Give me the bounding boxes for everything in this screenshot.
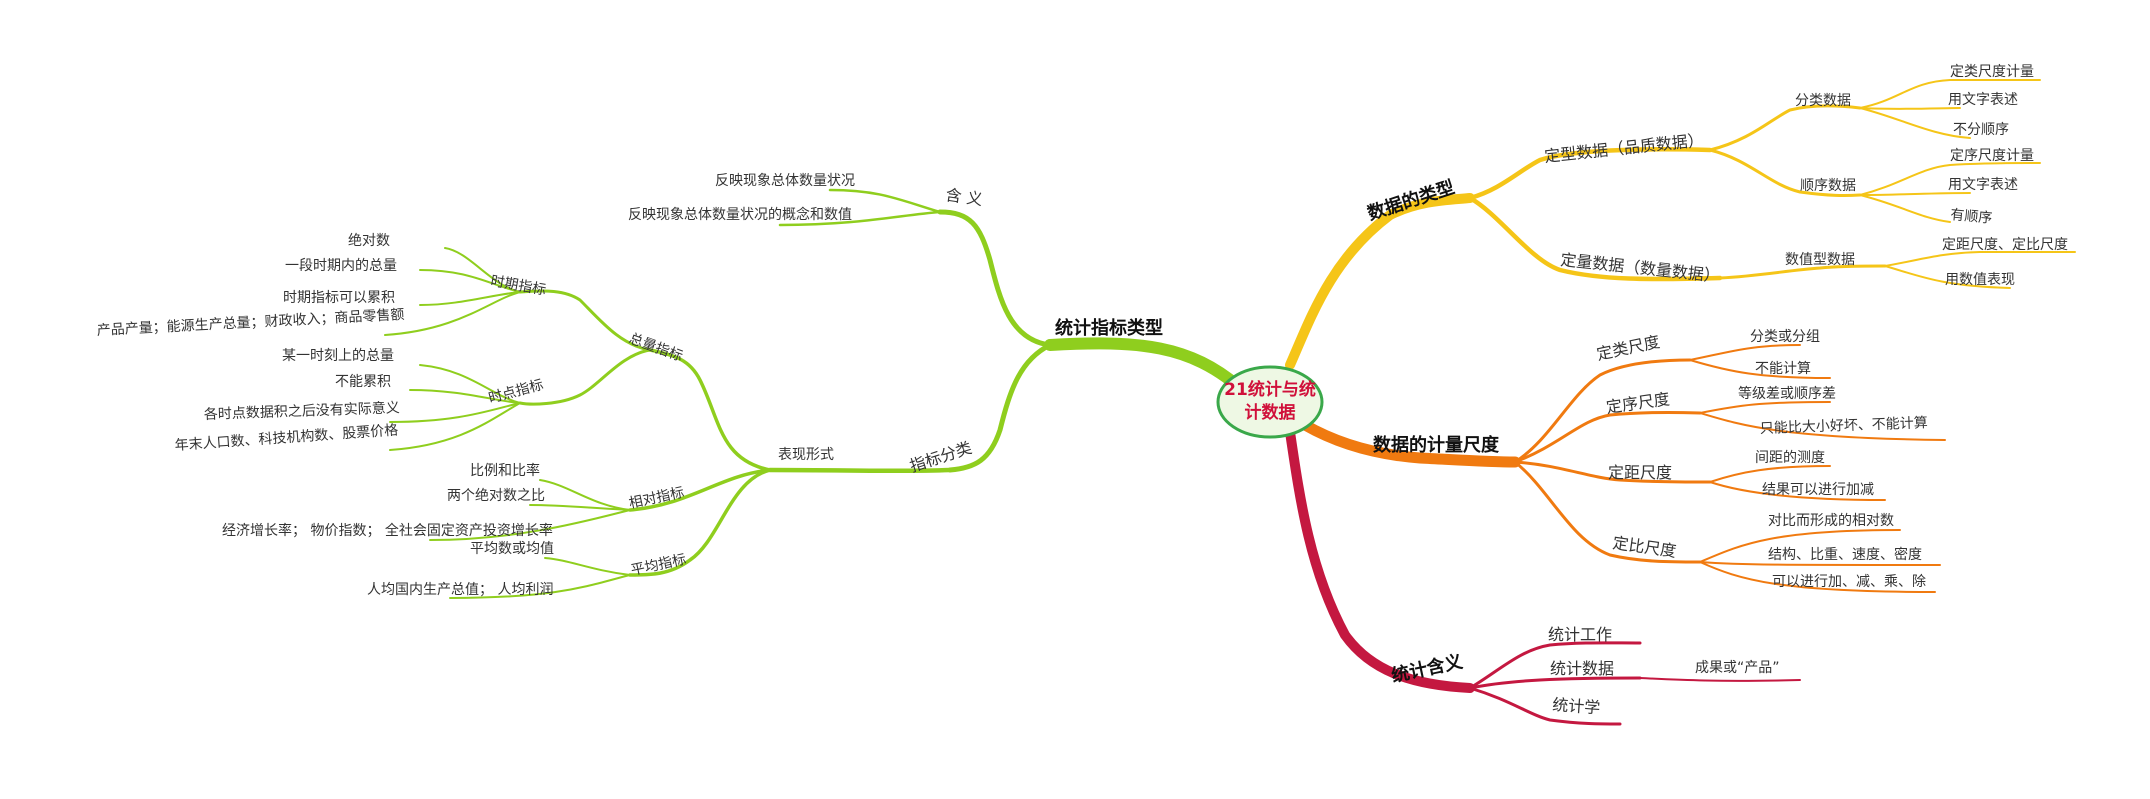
node-meaning-item[interactable]: 反映现象总体数量状况 bbox=[715, 173, 855, 189]
node-period-item[interactable]: 时期指标可以累积 bbox=[283, 290, 395, 306]
node-ratio-item[interactable]: 结构、比重、速度、密度 bbox=[1768, 546, 1922, 563]
node-nominal-item[interactable]: 不能计算 bbox=[1755, 361, 1811, 377]
node-relative-indicator[interactable]: 相对指标 bbox=[628, 485, 686, 512]
node-point-item[interactable]: 年末人口数、科技机构数、股票价格 bbox=[174, 422, 399, 454]
branch-measurement-scales bbox=[1299, 344, 1946, 593]
node-numeric-data[interactable]: 数值型数据 bbox=[1785, 252, 1855, 268]
node-ordinal-item[interactable]: 定序尺度计量 bbox=[1950, 148, 2034, 164]
node-indicator-meaning[interactable]: 含 义 bbox=[944, 185, 983, 209]
node-measurement-scales[interactable]: 数据的计量尺度 bbox=[1373, 434, 1500, 456]
node-point-item[interactable]: 各时点数据积之后没有实际意义 bbox=[204, 399, 400, 423]
node-ratio-item[interactable]: 对比而形成的相对数 bbox=[1768, 513, 1894, 529]
node-numeric-item[interactable]: 用数值表现 bbox=[1945, 272, 2015, 288]
node-statistical-data[interactable]: 统计数据 bbox=[1550, 659, 1614, 678]
node-interval-item[interactable]: 结果可以进行加减 bbox=[1762, 482, 1874, 498]
node-categorical-item[interactable]: 定类尺度计量 bbox=[1950, 64, 2034, 80]
node-statistical-data-result[interactable]: 成果或“产品” bbox=[1695, 660, 1780, 676]
node-data-types[interactable]: 数据的类型 bbox=[1365, 176, 1457, 225]
node-relative-item[interactable]: 两个绝对数之比 bbox=[447, 488, 545, 504]
node-form[interactable]: 表现形式 bbox=[778, 447, 834, 463]
node-point-item[interactable]: 不能累积 bbox=[335, 374, 391, 390]
branch-statistical-indicator-types bbox=[384, 188, 1246, 599]
branch-statistics-meaning bbox=[1285, 427, 1801, 726]
node-period-item[interactable]: 一段时期内的总量 bbox=[285, 258, 397, 274]
node-total-indicator[interactable]: 总量指标 bbox=[627, 331, 685, 365]
branch-data-types bbox=[1285, 78, 2076, 370]
node-ordinal-scale-item[interactable]: 只能比大小好坏、不能计算 bbox=[1760, 415, 1928, 437]
node-ordinal-data[interactable]: 顺序数据 bbox=[1800, 178, 1856, 194]
central-title-line2: 计数据 bbox=[1245, 402, 1296, 423]
node-interval-item[interactable]: 间距的测度 bbox=[1755, 450, 1825, 466]
node-period-item[interactable]: 产品产量；能源生产总量；财政收入；商品零售额 bbox=[96, 307, 404, 339]
node-nominal-scale[interactable]: 定类尺度 bbox=[1595, 332, 1662, 364]
node-nominal-item[interactable]: 分类或分组 bbox=[1750, 329, 1820, 345]
node-average-item[interactable]: 人均国内生产总值； 人均利润 bbox=[367, 582, 553, 598]
central-node[interactable]: 21统计与统 计数据 bbox=[1216, 365, 1324, 439]
node-ratio-item[interactable]: 可以进行加、减、乘、除 bbox=[1772, 574, 1926, 590]
node-ordinal-scale-item[interactable]: 等级差或顺序差 bbox=[1738, 385, 1836, 402]
node-categorical-item[interactable]: 用文字表述 bbox=[1948, 92, 2018, 108]
node-relative-item[interactable]: 比例和比率 bbox=[470, 462, 540, 479]
node-point-item[interactable]: 某一时刻上的总量 bbox=[282, 348, 394, 364]
node-qualitative-data[interactable]: 定型数据（品质数据） bbox=[1543, 130, 1704, 166]
node-categorical-item[interactable]: 不分顺序 bbox=[1953, 122, 2009, 138]
node-interval-scale[interactable]: 定距尺度 bbox=[1608, 463, 1672, 482]
node-statistical-work[interactable]: 统计工作 bbox=[1548, 625, 1612, 644]
node-ordinal-item[interactable]: 有顺序 bbox=[1950, 207, 1993, 227]
node-average-item[interactable]: 平均数或均值 bbox=[470, 541, 554, 557]
node-categorical-data[interactable]: 分类数据 bbox=[1795, 93, 1851, 109]
node-period-item[interactable]: 绝对数 bbox=[348, 233, 390, 249]
node-ordinal-item[interactable]: 用文字表述 bbox=[1948, 177, 2018, 193]
node-statistical-indicator-types[interactable]: 统计指标类型 bbox=[1055, 317, 1163, 339]
node-statistics-science[interactable]: 统计学 bbox=[1552, 695, 1601, 717]
node-relative-item[interactable]: 经济增长率； 物价指数； 全社会固定资产投资增长率 bbox=[222, 522, 553, 539]
central-title-line1: 21统计与统 bbox=[1224, 379, 1316, 400]
node-numeric-item[interactable]: 定距尺度、定比尺度 bbox=[1942, 237, 2068, 253]
node-meaning-item[interactable]: 反映现象总体数量状况的概念和数值 bbox=[628, 206, 852, 223]
